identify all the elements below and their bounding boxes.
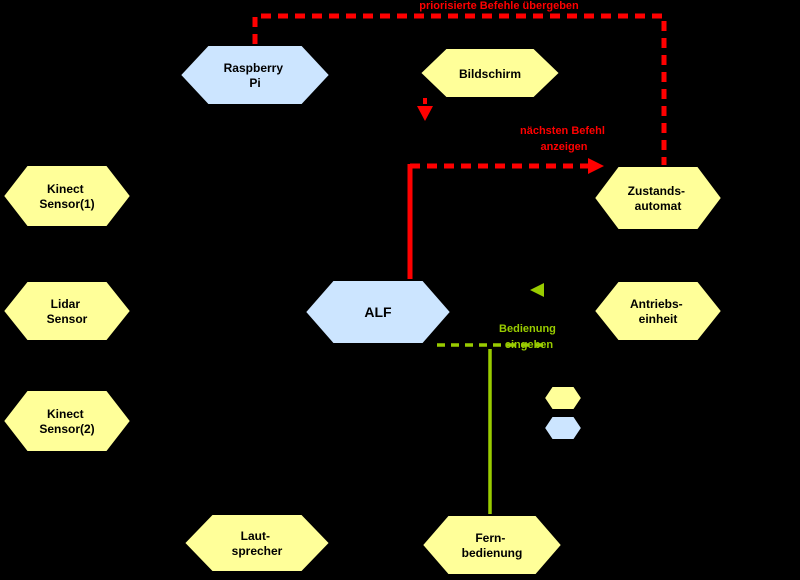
red-arrowhead-down-icon bbox=[417, 106, 433, 121]
node-lautsprecher-label-line1: Laut- bbox=[241, 529, 270, 543]
edge-label-green-line1: Bedienung bbox=[499, 323, 556, 335]
svg-text:Kinect Sensor(1): Kinect Sensor(1) bbox=[39, 182, 94, 211]
node-bildschirm-label: Bildschirm bbox=[459, 67, 521, 81]
node-antriebseinheit: Antriebs- einheit bbox=[592, 280, 724, 342]
edge-bildschirm-branch bbox=[417, 98, 433, 121]
node-lidar-sensor: Lidar Sensor bbox=[1, 280, 133, 342]
edge-label-mid-red: nächsten Befehl anzeigen bbox=[520, 125, 608, 153]
edge-label-green: Bedienung eingeben bbox=[499, 323, 559, 351]
node-kinect-sensor-1: Kinect Sensor(1) bbox=[1, 164, 133, 228]
node-lidar-sensor-hexagon bbox=[1, 280, 133, 342]
node-antriebseinheit-label-line2: einheit bbox=[639, 312, 678, 326]
node-zustandsautomat-hexagon bbox=[592, 165, 724, 231]
node-fernbedienung-hexagon bbox=[420, 514, 564, 576]
svg-text:Bildschirm: Bildschirm bbox=[459, 67, 521, 81]
node-antriebseinheit-hexagon bbox=[592, 280, 724, 342]
node-alf-label: ALF bbox=[364, 304, 392, 320]
edge-raspberrypi-to-zustandsautomat bbox=[252, 13, 667, 166]
legend bbox=[542, 385, 584, 441]
node-raspberry-pi-label-line1: Raspberry bbox=[224, 61, 284, 75]
node-lidar-sensor-label-line1: Lidar bbox=[51, 297, 81, 311]
node-kinect-sensor-1-label-line2: Sensor(1) bbox=[39, 197, 94, 211]
edge-label-top-red: priorisierte Befehle übergeben bbox=[419, 0, 579, 12]
node-zustandsautomat-label-line2: automat bbox=[635, 199, 682, 213]
edge-label-green-line2: eingeben bbox=[505, 339, 554, 351]
node-fernbedienung-label-line1: Fern- bbox=[475, 531, 505, 545]
node-fernbedienung-label-line2: bedienung bbox=[462, 546, 523, 560]
node-zustandsautomat: Zustands- automat bbox=[592, 165, 724, 231]
node-kinect-sensor-2-label-line1: Kinect bbox=[47, 407, 84, 421]
legend-yellow-hexagon-icon bbox=[542, 385, 584, 411]
edge-green-dashed bbox=[437, 283, 546, 347]
legend-blue-hexagon-icon bbox=[542, 415, 584, 441]
node-raspberry-pi: Raspberry Pi bbox=[178, 44, 332, 106]
edge-alf-to-zustandsautomat bbox=[407, 158, 604, 281]
svg-text:ALF: ALF bbox=[364, 304, 392, 320]
svg-text:Zustands- automat: Zustands- automat bbox=[628, 184, 689, 213]
node-bildschirm-hexagon bbox=[418, 47, 562, 99]
svg-text:Kinect Sensor(2): Kinect Sensor(2) bbox=[39, 407, 94, 436]
node-fernbedienung: Fern- bedienung bbox=[420, 514, 564, 576]
node-kinect-sensor-1-hexagon bbox=[1, 164, 133, 228]
svg-text:Lidar Sensor: Lidar Sensor bbox=[47, 297, 88, 326]
edge-label-mid-red-line1: nächsten Befehl bbox=[520, 125, 605, 137]
node-alf-hexagon bbox=[303, 279, 453, 345]
node-zustandsautomat-label-line1: Zustands- bbox=[628, 184, 685, 198]
node-lautsprecher-hexagon bbox=[182, 513, 332, 573]
node-lautsprecher: Laut- sprecher bbox=[182, 513, 332, 573]
edge-label-mid-red-line2: anzeigen bbox=[540, 141, 587, 153]
green-arrowhead-left-icon bbox=[530, 283, 544, 297]
node-kinect-sensor-1-label-line1: Kinect bbox=[47, 182, 84, 196]
svg-text:Fern- bedienung: Fern- bedienung bbox=[462, 531, 523, 560]
node-kinect-sensor-2-hexagon bbox=[1, 389, 133, 453]
node-lidar-sensor-label-line2: Sensor bbox=[47, 312, 88, 326]
node-lautsprecher-label-line2: sprecher bbox=[232, 544, 283, 558]
node-raspberry-pi-label-line2: Pi bbox=[249, 76, 260, 90]
svg-text:Raspberry Pi: Raspberry Pi bbox=[224, 61, 287, 90]
svg-text:Laut- sprecher: Laut- sprecher bbox=[232, 529, 283, 558]
node-alf: ALF bbox=[303, 279, 453, 345]
red-arrowhead-right-icon bbox=[588, 158, 604, 174]
node-kinect-sensor-2-label-line2: Sensor(2) bbox=[39, 422, 94, 436]
node-bildschirm: Bildschirm bbox=[418, 47, 562, 99]
svg-text:Antriebs- einheit: Antriebs- einheit bbox=[630, 297, 686, 326]
edge-raspberrypi-zustandsautomat-line bbox=[252, 13, 667, 166]
node-antriebseinheit-label-line1: Antriebs- bbox=[630, 297, 683, 311]
node-raspberry-pi-hexagon bbox=[178, 44, 332, 106]
node-kinect-sensor-2: Kinect Sensor(2) bbox=[1, 389, 133, 453]
